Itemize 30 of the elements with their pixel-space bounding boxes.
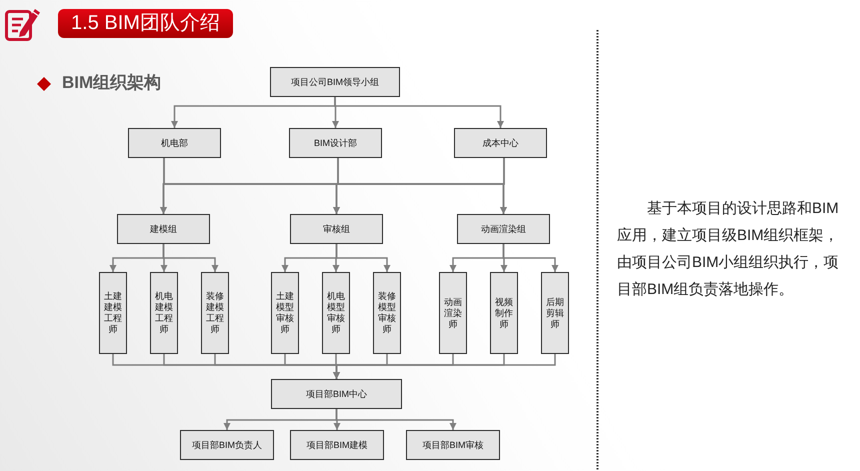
org-box: 机电模型审核师 [322, 272, 350, 354]
arrow [502, 244, 558, 272]
org-box: 土建模型审核师 [271, 272, 299, 354]
org-box: 建模组 [117, 214, 210, 244]
org-box: 项目公司BIM领导小组 [270, 67, 400, 97]
org-box: 项目部BIM建模 [290, 430, 384, 460]
arrow [336, 244, 390, 272]
arrow [333, 354, 556, 379]
org-box: 装修建模工程师 [201, 272, 229, 354]
arrow [500, 158, 507, 214]
org-box: 动画渲染师 [439, 272, 467, 354]
org-box: 项目部BIM中心 [271, 379, 402, 409]
org-box: 审核组 [290, 214, 383, 244]
org-box: BIM设计部 [289, 128, 382, 158]
description-paragraph: 基于本项目的设计思路和BIM应用，建立项目级BIM组织框架，由项目公司BIM小组组织执行，项目部BIM组负责落地操作。 [617, 199, 840, 300]
org-box: 动画渲染组 [457, 214, 550, 244]
org-box: 视频制作师 [490, 272, 518, 354]
org-box: 机电建模工程师 [150, 272, 178, 354]
org-box: 项目部BIM负责人 [180, 430, 274, 460]
org-box: 成本中心 [454, 128, 547, 158]
org-box: 机电部 [128, 128, 221, 158]
arrow [334, 97, 504, 128]
section-heading: BIM组织架构 [62, 72, 162, 94]
arrow [162, 244, 218, 272]
title-banner: 1.5 BIM团队介绍 [58, 9, 233, 38]
org-box: 项目部BIM审核 [406, 430, 500, 460]
arrow [336, 409, 456, 430]
org-box: 后期剪辑师 [541, 272, 569, 354]
org-box: 土建建模工程师 [99, 272, 127, 354]
org-box: 装修模型审核师 [373, 272, 401, 354]
